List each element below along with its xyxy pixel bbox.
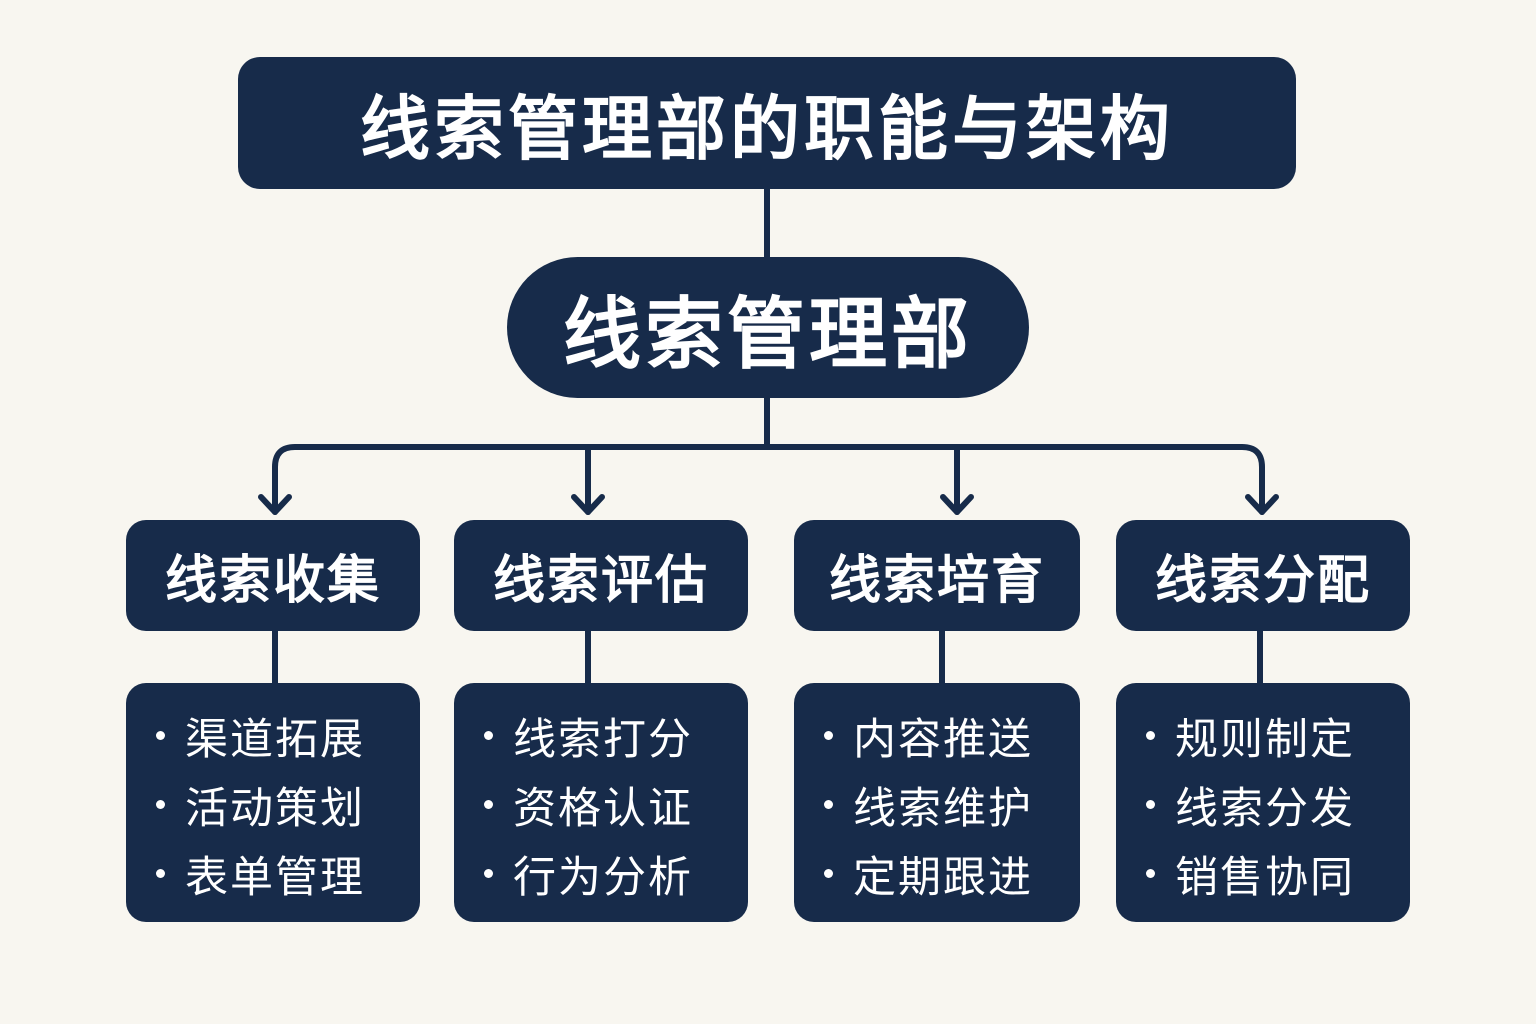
bullet-icon xyxy=(156,731,165,740)
list-item: 线索打分 xyxy=(484,701,748,770)
item-label: 表单管理 xyxy=(185,852,365,903)
bullet-icon xyxy=(1146,869,1155,878)
list-item: 资格认证 xyxy=(484,770,748,839)
list-item: 定期跟进 xyxy=(824,839,1080,908)
function-node-evaluation: 线索评估 xyxy=(454,520,748,631)
bullet-icon xyxy=(484,869,493,878)
list-item: 表单管理 xyxy=(156,839,420,908)
item-label: 活动策划 xyxy=(185,783,365,834)
item-label: 定期跟进 xyxy=(853,852,1033,903)
bullet-icon xyxy=(824,731,833,740)
list-item: 线索维护 xyxy=(824,770,1080,839)
list-item: 内容推送 xyxy=(824,701,1080,770)
bullet-icon xyxy=(1146,800,1155,809)
diagram-title: 线索管理部的职能与架构 xyxy=(238,57,1296,189)
arrow-icon xyxy=(1245,494,1279,515)
function-node-collection: 线索收集 xyxy=(126,520,420,631)
bullet-icon xyxy=(824,800,833,809)
detail-list-evaluation: 线索打分 资格认证 行为分析 xyxy=(454,683,748,922)
list-item: 规则制定 xyxy=(1146,701,1410,770)
function-node-nurturing: 线索培育 xyxy=(794,520,1080,631)
list-item: 渠道拓展 xyxy=(156,701,420,770)
item-label: 资格认证 xyxy=(513,783,693,834)
item-label: 销售协同 xyxy=(1175,852,1355,903)
item-label: 线索维护 xyxy=(853,783,1033,834)
bullet-icon xyxy=(824,869,833,878)
item-label: 行为分析 xyxy=(513,852,693,903)
list-item: 线索分发 xyxy=(1146,770,1410,839)
item-label: 规则制定 xyxy=(1175,714,1355,765)
bullet-icon xyxy=(1146,731,1155,740)
item-label: 线索打分 xyxy=(513,714,693,765)
arrow-icon xyxy=(571,494,605,515)
list-item: 销售协同 xyxy=(1146,839,1410,908)
item-label: 内容推送 xyxy=(853,714,1033,765)
bullet-icon xyxy=(156,800,165,809)
bullet-icon xyxy=(156,869,165,878)
function-node-distribution: 线索分配 xyxy=(1116,520,1410,631)
item-label: 渠道拓展 xyxy=(185,714,365,765)
list-item: 行为分析 xyxy=(484,839,748,908)
list-item: 活动策划 xyxy=(156,770,420,839)
detail-list-nurturing: 内容推送 线索维护 定期跟进 xyxy=(794,683,1080,922)
bullet-icon xyxy=(484,800,493,809)
detail-list-distribution: 规则制定 线索分发 销售协同 xyxy=(1116,683,1410,922)
branch-line xyxy=(272,444,1265,515)
detail-list-collection: 渠道拓展 活动策划 表单管理 xyxy=(126,683,420,922)
item-label: 线索分发 xyxy=(1175,783,1355,834)
department-node: 线索管理部 xyxy=(507,257,1029,398)
arrow-icon xyxy=(258,494,292,515)
bullet-icon xyxy=(484,731,493,740)
arrow-icon xyxy=(940,494,974,515)
